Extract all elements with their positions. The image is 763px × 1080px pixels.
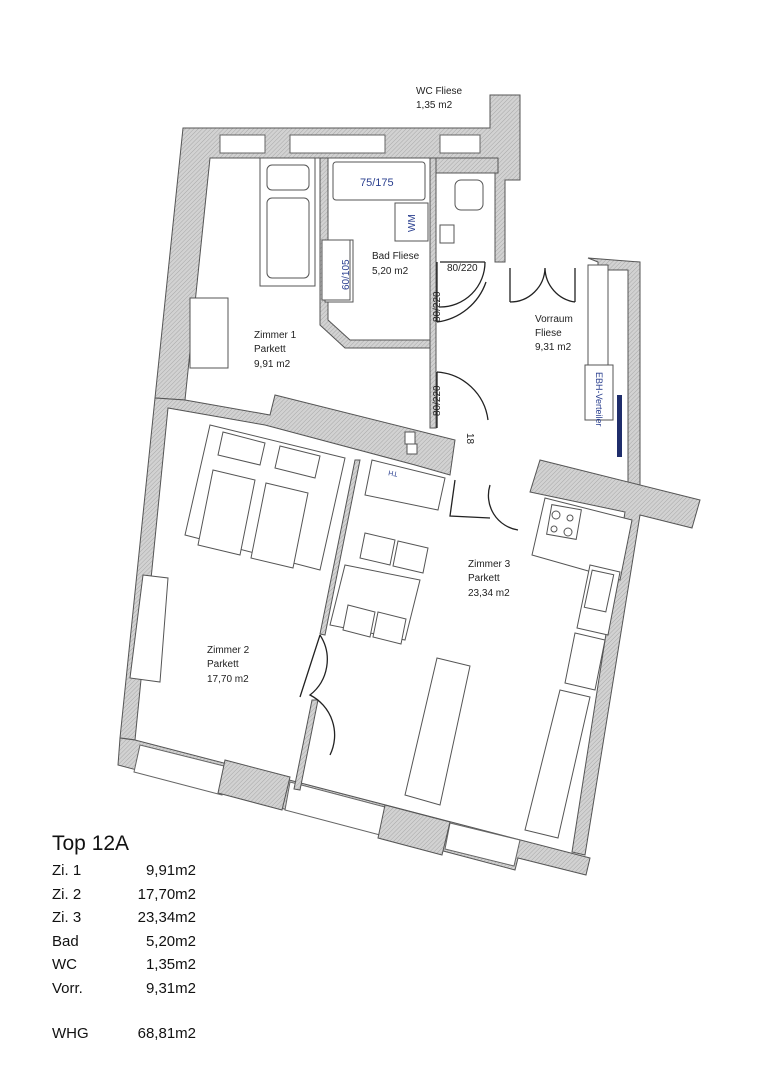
pillar-2 — [377, 804, 451, 856]
kitchen-counter-bottom — [564, 632, 606, 691]
room-label-zimmer1: Zimmer 1 Parkett 9,91 m2 — [254, 330, 297, 370]
walls-upper — [154, 94, 641, 486]
door-bad — [436, 262, 487, 323]
th-label: TH — [388, 468, 398, 477]
svg-text:Parkett: Parkett — [207, 659, 239, 670]
wc-sink — [439, 224, 455, 244]
shower-label: 60/105 — [341, 259, 352, 290]
wall-bad-right — [429, 157, 437, 429]
distributor-bar — [617, 395, 622, 457]
svg-text:Zimmer 2: Zimmer 2 — [207, 645, 250, 656]
window-bad — [289, 134, 386, 154]
walls-lower — [117, 394, 701, 876]
summary-row: Zi. 2 17,70m2 — [52, 886, 196, 910]
svg-text:Vorraum: Vorraum — [535, 314, 573, 325]
window-zimmer2-a — [133, 744, 229, 796]
svg-text:9,31 m2: 9,31 m2 — [535, 342, 572, 353]
ebh-cabinet — [584, 364, 614, 421]
wall-partition-lower — [293, 699, 319, 791]
sideboard — [524, 689, 591, 839]
row-label: WC — [52, 956, 77, 973]
sofa — [404, 657, 471, 806]
room-label-zimmer3: Zimmer 3 Parkett 23,34 m2 — [468, 559, 511, 599]
summary-row: Vorr. 9,31m2 — [52, 980, 196, 1004]
row-label: Zi. 2 — [52, 885, 82, 903]
room-label-zimmer2: Zimmer 2 Parkett 17,70 m2 — [207, 645, 250, 685]
door-wc-size: 80/220 — [447, 263, 478, 274]
vorraum-cabinet — [587, 264, 609, 371]
total-label: WHG — [52, 1025, 89, 1042]
svg-text:Bad Fliese: Bad Fliese — [372, 251, 420, 262]
row-value: 9,91m2 — [145, 862, 196, 879]
room-label-wc: WC Fliese 1,35 m2 — [416, 86, 463, 111]
total-value: 68,81m2 — [137, 1025, 196, 1042]
summary-row: Zi. 3 23,34m2 — [52, 909, 196, 933]
shelf-th — [364, 459, 446, 511]
sink — [583, 569, 615, 613]
ebh-label: EBH-Verteiler — [594, 372, 604, 427]
row-label: Vorr. — [52, 979, 83, 997]
row-value: 5,20m2 — [145, 932, 196, 950]
row-label: Bad — [52, 932, 79, 950]
room-label-bad: Bad Fliese 5,20 m2 — [372, 251, 420, 277]
wall-kitchen-right — [529, 459, 701, 856]
row-value: 9,31m2 — [145, 979, 196, 997]
wall-partition — [319, 459, 361, 636]
bathtub — [332, 161, 426, 201]
area-summary: Top 12A Zi. 1 9,91m2 Zi. 2 17,70m2 Zi. 3 23… — [52, 832, 196, 1049]
toilet — [454, 179, 484, 211]
svg-text:17,70 m2: 17,70 m2 — [207, 674, 249, 685]
svg-text:Fliese: Fliese — [535, 328, 562, 339]
furniture — [129, 157, 633, 839]
wm-label: WM — [407, 214, 418, 232]
wall-wc-top — [435, 157, 499, 174]
door-wc — [439, 261, 486, 308]
door-bad-size: 80/220 — [432, 291, 443, 322]
row-value: 17,70m2 — [137, 885, 196, 903]
stove — [546, 504, 582, 540]
door-entrance — [509, 267, 576, 303]
door-zimmer3 — [449, 479, 519, 531]
wall-vorraum-right — [587, 257, 641, 486]
window-wc — [439, 134, 481, 154]
svg-text:5,20 m2: 5,20 m2 — [372, 266, 409, 277]
window-zimmer1 — [219, 134, 266, 154]
summary-row: WC 1,35m2 — [52, 956, 196, 980]
door-zimmer2 — [299, 634, 336, 756]
bathtub-label: 75/175 — [360, 177, 394, 189]
svg-text:Zimmer 1: Zimmer 1 — [254, 330, 297, 341]
pillar-1 — [217, 759, 291, 811]
svg-text:WC Fliese: WC Fliese — [416, 86, 463, 97]
room-label-vorraum: Vorraum Fliese 9,31 m2 — [535, 314, 573, 353]
door-zimmer1 — [436, 371, 489, 428]
row-value: 1,35m2 — [145, 956, 196, 973]
row-value: 23,34m2 — [137, 909, 196, 926]
svg-text:23,34 m2: 23,34 m2 — [468, 588, 510, 599]
desk-zimmer1 — [189, 297, 229, 369]
doors — [299, 261, 576, 756]
apartment-title: Top 12A — [52, 832, 130, 855]
svg-text:Zimmer 3: Zimmer 3 — [468, 559, 511, 570]
row-label: Zi. 1 — [52, 862, 82, 879]
svg-text:9,91 m2: 9,91 m2 — [254, 359, 291, 370]
step-height: 18 — [464, 433, 475, 445]
summary-total: WHG 68,81m2 — [52, 1025, 196, 1049]
svg-text:Parkett: Parkett — [254, 344, 286, 355]
washing-machine — [394, 202, 429, 242]
wardrobe-zimmer2 — [129, 574, 169, 683]
svg-text:Parkett: Parkett — [468, 573, 500, 584]
summary-row: Zi. 1 9,91m2 — [52, 862, 196, 886]
window-zimmer3 — [444, 822, 521, 867]
summary-row: Bad 5,20m2 — [52, 933, 196, 957]
row-label: Zi. 3 — [52, 909, 82, 926]
door-zimmer1-size: 80/220 — [432, 385, 443, 416]
svg-text:1,35 m2: 1,35 m2 — [416, 100, 453, 111]
